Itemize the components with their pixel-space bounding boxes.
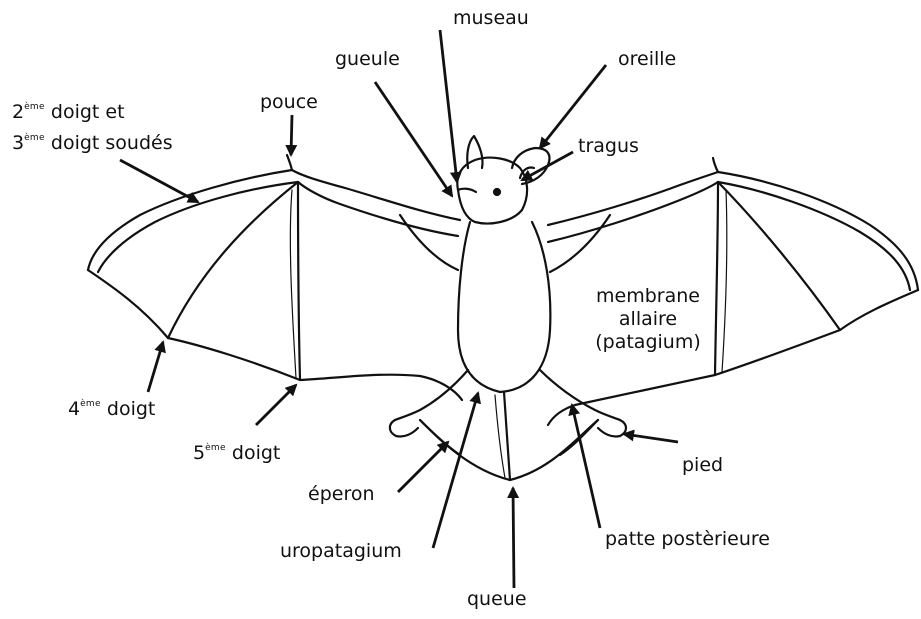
bat-eye	[494, 189, 500, 195]
arrow-uropatagium	[433, 393, 478, 548]
label-tragus: tragus	[578, 135, 639, 158]
left-digit-3	[88, 170, 292, 270]
doigt5-rest: doigt	[226, 442, 281, 464]
membrane-line1: membrane	[578, 285, 718, 308]
doigt5-sup: ème	[205, 443, 226, 453]
arrow-gueule	[375, 82, 452, 196]
left-arm-lower	[298, 182, 458, 236]
label-doigt23-line1: 2ème doigt et	[12, 101, 125, 124]
label-doigt23-line2: 3ème doigt soudés	[12, 132, 173, 155]
right-thumb	[713, 158, 718, 172]
left-wing	[88, 155, 462, 400]
label-gueule: gueule	[335, 48, 400, 71]
left-digit-4	[168, 182, 298, 338]
right-hind-leg	[540, 370, 620, 420]
label-oreille: oreille	[618, 48, 676, 71]
membrane-line2: allaire	[578, 308, 718, 331]
arrow-doigt5	[256, 385, 296, 425]
arrow-pied	[624, 434, 678, 442]
doigt4-sup: ème	[80, 399, 101, 409]
doigt23-rest-b: doigt soudés	[45, 132, 173, 154]
label-queue: queue	[467, 588, 527, 611]
left-wing-trailing-edge	[88, 270, 462, 400]
membrane-line3: (patagium)	[578, 331, 718, 354]
arrow-pouce	[291, 115, 292, 155]
doigt4-num: 4	[68, 398, 80, 420]
bat-snout	[458, 189, 476, 192]
right-digit-4	[718, 182, 840, 330]
tail	[504, 392, 510, 480]
right-digit-3	[718, 172, 918, 290]
right-foot	[598, 420, 626, 437]
doigt23-sup-a: ème	[24, 102, 45, 112]
label-museau: museau	[453, 7, 529, 30]
arrow-doigt4	[148, 342, 163, 392]
arrow-museau	[440, 30, 457, 182]
label-doigt5: 5ème doigt	[193, 442, 280, 465]
arrow-queue	[513, 488, 514, 588]
right-arm-lower	[548, 182, 718, 242]
label-pouce: pouce	[260, 91, 318, 114]
left-foot	[390, 420, 418, 437]
doigt23-num-a: 2	[12, 101, 24, 123]
label-patte-posterieure: patte postèrieure	[605, 528, 770, 551]
doigt4-rest: doigt	[101, 398, 156, 420]
doigt23-num-b: 3	[12, 132, 24, 154]
left-digit-5	[298, 182, 300, 380]
arrow-tragus	[522, 152, 573, 180]
arrow-eperon	[398, 442, 448, 492]
doigt5-num: 5	[193, 442, 205, 464]
label-uropatagium: uropatagium	[280, 540, 402, 563]
label-pied: pied	[682, 454, 723, 477]
doigt23-sup-b: ème	[24, 133, 45, 143]
left-thumb	[287, 155, 292, 170]
doigt23-rest-a: doigt et	[45, 101, 125, 123]
bat-torso	[458, 222, 550, 392]
label-doigt4: 4ème doigt	[68, 398, 155, 421]
arrow-doigt23	[120, 160, 198, 202]
left-digit-2	[98, 182, 298, 272]
label-membrane: membrane allaire (patagium)	[578, 285, 718, 353]
label-eperon: éperon	[308, 483, 375, 506]
